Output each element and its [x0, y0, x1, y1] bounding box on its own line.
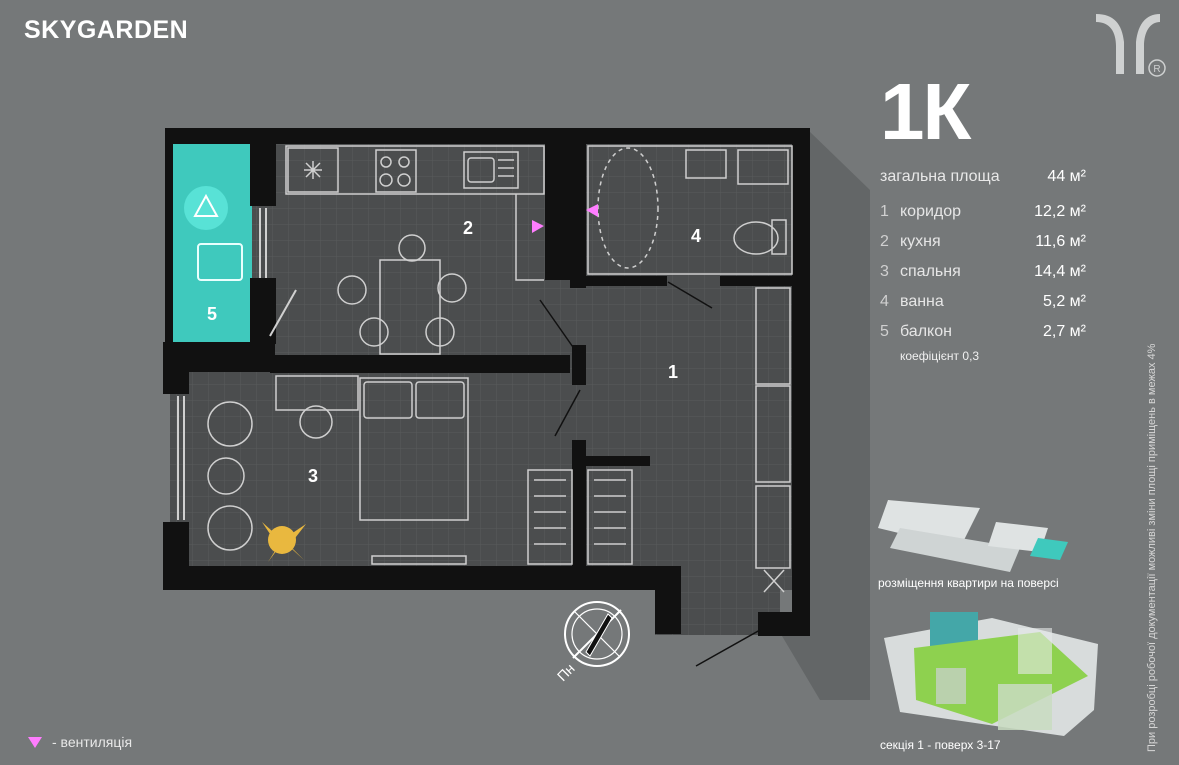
armchair-icon	[207, 401, 253, 447]
room-number: 4	[880, 293, 889, 310]
room-list-item: 1 коридор 12,2 м²	[880, 203, 1086, 233]
stove-icon	[375, 149, 417, 193]
windows	[177, 208, 297, 520]
armchair-icon	[197, 243, 243, 281]
kitchen-furniture	[285, 145, 545, 355]
dining-table	[379, 259, 441, 355]
room-area: 14,4 м²	[1034, 263, 1086, 280]
room-list-item: 4 ванна 5,2 м²	[880, 293, 1086, 323]
door-swings	[539, 281, 761, 667]
wardrobe	[755, 287, 791, 593]
room-list-item: 5 балкон 2,7 м²	[880, 323, 1086, 353]
ventilation-triangle-icon	[586, 204, 598, 217]
room-number: 2	[880, 233, 889, 250]
bedroom-furniture	[207, 375, 633, 565]
ventilation-legend-label: - вентиляція	[52, 734, 133, 750]
room-number: 3	[880, 263, 889, 280]
ventilation-triangle-icon	[184, 186, 228, 230]
room-name: ванна	[900, 293, 944, 310]
bed-icon	[359, 377, 469, 521]
room-label-2: 2	[463, 218, 473, 238]
room-name: коридор	[900, 203, 962, 220]
room-list-item: 3 спальня 14,4 м²	[880, 263, 1086, 293]
section-caption: секція 1 - поверх 3-17	[880, 738, 1001, 752]
room-label-4: 4	[691, 226, 701, 246]
room-label-5: 5	[207, 304, 217, 324]
coefficient-note: коефіцієнт 0,3	[900, 349, 980, 363]
room-list-item: 2 кухня 11,6 м²	[880, 233, 1086, 263]
armchair-icon	[207, 505, 253, 551]
room-area: 12,2 м²	[1034, 203, 1086, 220]
room-name: спальня	[900, 263, 961, 280]
room-area: 5,2 м²	[1042, 293, 1086, 310]
room-number: 5	[880, 323, 889, 340]
sink-icon	[463, 151, 519, 189]
disclaimer-note: При розробці робочої документації можлив…	[1146, 343, 1158, 752]
plant-icon	[262, 522, 306, 562]
balcony-area	[172, 136, 252, 342]
total-area: загальна площа 44 м²	[880, 168, 1086, 186]
svg-text:R: R	[1153, 64, 1160, 75]
room-list: 1 коридор 12,2 м² 2 кухня 11,6 м² 3 спальня 14…	[880, 203, 1086, 353]
ventilation-triangle-icon	[532, 220, 544, 233]
total-area-value: 44 м²	[1047, 168, 1086, 185]
section-map	[884, 612, 1098, 736]
logo-mark-icon: R	[1096, 14, 1166, 77]
floor-location-caption: розміщення квартири на поверсі	[878, 576, 1059, 590]
ventilation-triangle-icon	[28, 737, 42, 748]
fridge-icon	[287, 147, 339, 193]
room-name: балкон	[900, 323, 952, 340]
walls	[163, 128, 810, 636]
ventilation-legend: - вентиляція	[28, 734, 132, 750]
brand-title: SKYGARDEN	[24, 16, 189, 44]
room-area: 2,7 м²	[1042, 323, 1086, 340]
north-label: Пн	[554, 660, 578, 684]
apartment-type: 1К	[880, 67, 971, 156]
north-compass-icon	[564, 601, 630, 667]
room-name: кухня	[900, 233, 941, 250]
plan-shadow	[758, 130, 870, 700]
registered-icon: R	[1148, 59, 1166, 77]
room-label-1: 1	[668, 362, 678, 382]
total-area-label: загальна площа	[880, 168, 1000, 185]
room-number: 1	[880, 203, 889, 220]
room-area: 11,6 м²	[1035, 233, 1086, 250]
room-label-3: 3	[308, 466, 318, 486]
toilet-icon	[733, 221, 779, 255]
floor-location-map	[878, 500, 1068, 572]
